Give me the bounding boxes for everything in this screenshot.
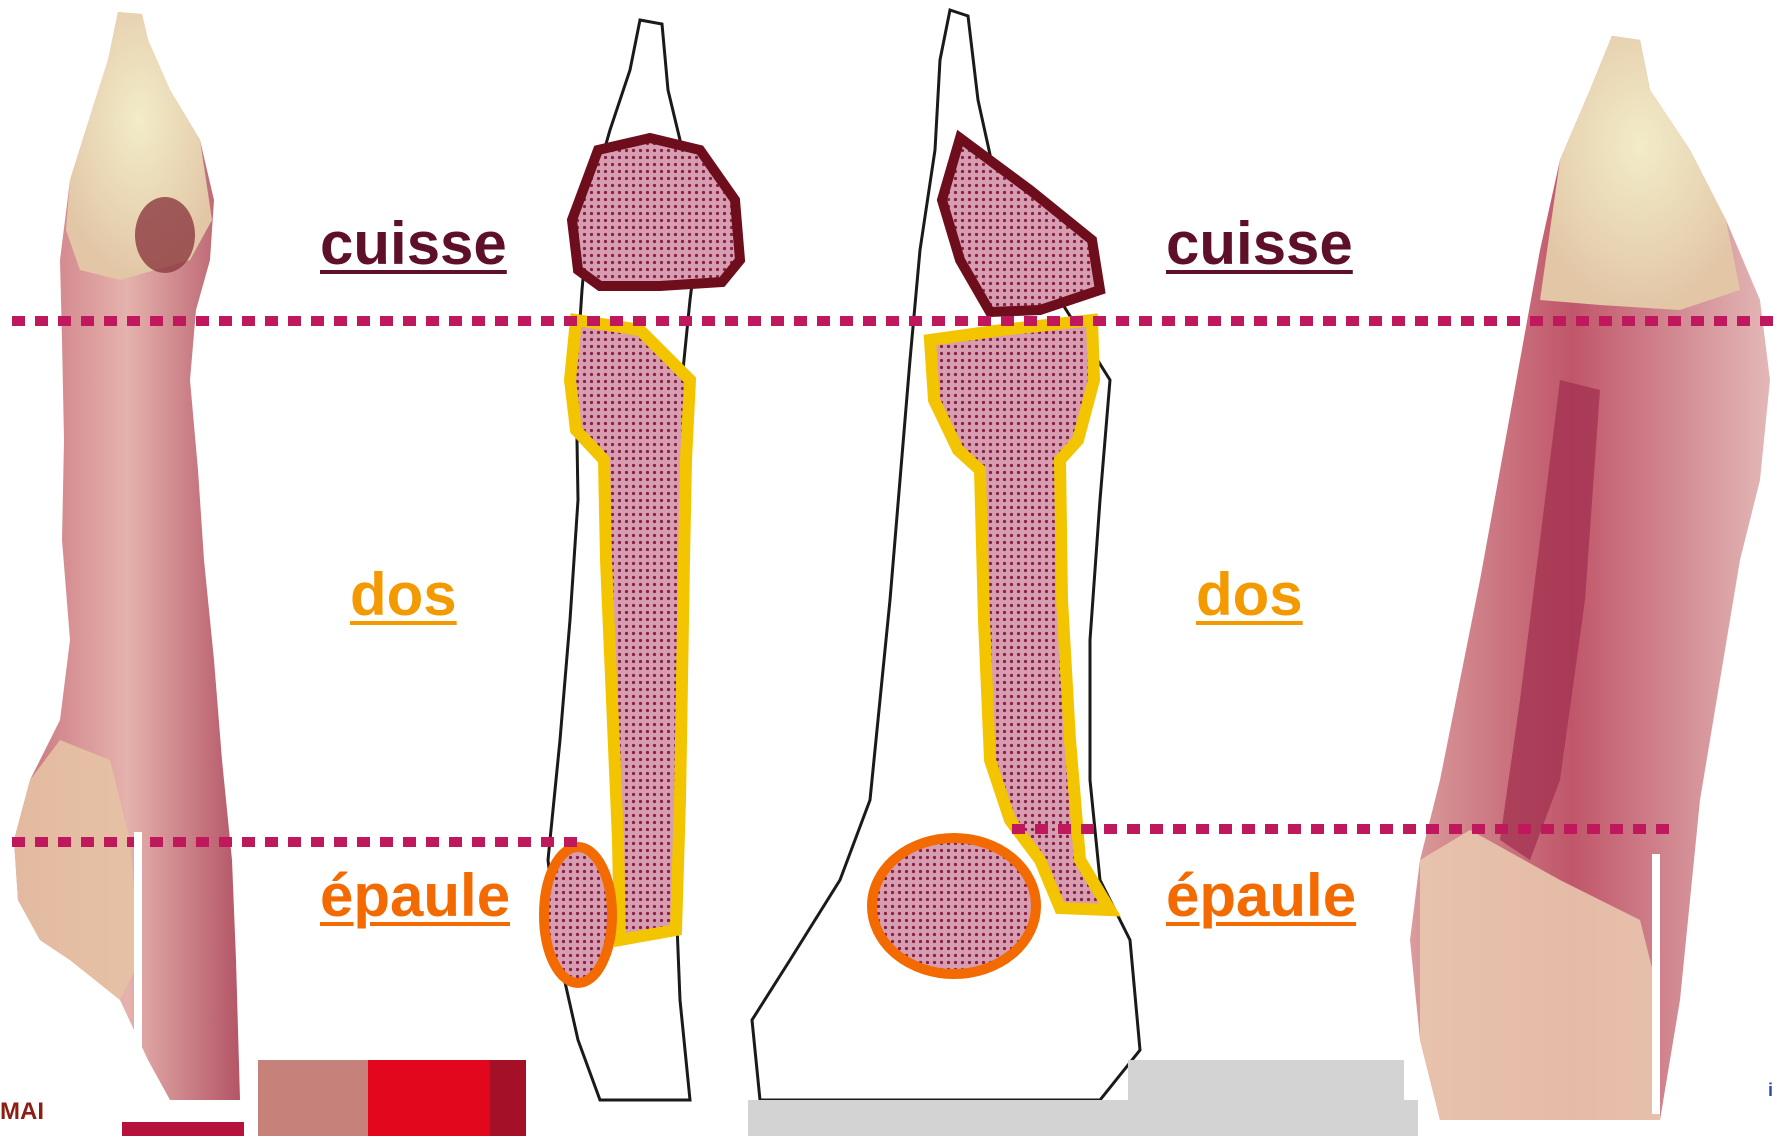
legend-block-3 <box>490 1060 526 1136</box>
left-carcass-bone-cut <box>135 197 195 273</box>
right-line-drawing <box>752 10 1140 1100</box>
left-carcass-photo <box>14 12 240 1100</box>
right-thigh-label: cuisse <box>1166 214 1353 274</box>
bottom-bar-left <box>122 1122 244 1136</box>
right-shoulder-label: épaule <box>1166 866 1356 926</box>
bottom-grey-block <box>1128 1060 1404 1104</box>
right-back-label: dos <box>1196 565 1303 625</box>
right-carcass-photo <box>1410 36 1770 1120</box>
bottom-right-corner-text: i <box>1768 1080 1773 1101</box>
left-thigh-label: cuisse <box>320 214 507 274</box>
legend-block-2 <box>368 1060 490 1136</box>
left-shoulder-region <box>544 847 612 983</box>
bottom-left-corner-text: MAI <box>0 1098 44 1126</box>
left-thigh-region <box>572 138 740 286</box>
left-back-label: dos <box>350 565 457 625</box>
right-lower-white-frame <box>1652 854 1660 1114</box>
left-shoulder-label: épaule <box>320 866 510 926</box>
right-carcass-fat-cap <box>1540 36 1740 310</box>
right-shoulder-region <box>872 838 1036 974</box>
left-lower-white-frame <box>134 832 142 1100</box>
left-line-drawing <box>544 20 740 1100</box>
legend-block-1 <box>258 1060 368 1136</box>
bottom-grey-bar <box>748 1100 1418 1136</box>
